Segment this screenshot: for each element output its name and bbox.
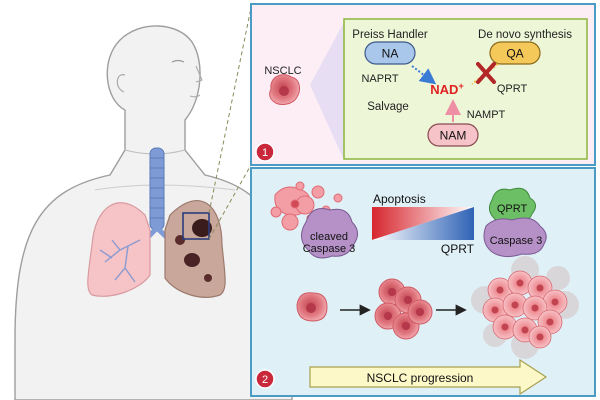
nam-node — [427, 123, 479, 147]
naprt-label: NAPRT — [361, 73, 398, 85]
apoptosis-label: Apoptosis — [373, 192, 426, 206]
panel-2-badge — [255, 369, 275, 389]
diseased-lung — [164, 200, 226, 298]
qprt-protein-label: QPRT — [497, 203, 528, 215]
nsclc-label: NSCLC — [264, 65, 301, 77]
tumor-mass — [471, 256, 579, 359]
cleaved-caspase-label: Caspase 3 — [303, 243, 356, 255]
na-node — [364, 41, 416, 65]
nampt-label: NAMPT — [467, 109, 506, 121]
preiss-handler-label: Preiss Handler — [352, 29, 428, 41]
nose — [195, 65, 203, 83]
bronchial-tree — [99, 239, 141, 283]
caspase-3-protein — [483, 217, 547, 258]
cleaved-caspase-3-protein — [301, 208, 358, 259]
eye — [171, 59, 185, 63]
panel-1-badge — [255, 142, 275, 162]
naprt-arrow — [411, 65, 437, 85]
zoom-wedge — [310, 22, 344, 160]
panel-1-number: 1 — [262, 147, 268, 159]
nam-node-label: NAM — [440, 129, 467, 143]
qa-node-label: QA — [506, 47, 523, 61]
qprt-protein — [488, 187, 536, 225]
ear — [116, 74, 126, 93]
zoom-line-top — [208, 7, 252, 214]
qa-node — [489, 41, 541, 65]
blocked-cross-icon — [476, 62, 496, 84]
mouth — [189, 94, 201, 98]
panel-2-number: 2 — [262, 374, 268, 386]
qprt-axis-label: QPRT — [441, 242, 475, 256]
panel-2-progression: cleaved Caspase 3 Apoptosis QPRT QPRT Ca… — [250, 167, 596, 397]
nad-label: NAD+ — [430, 81, 463, 97]
caspase-3-label: Caspase 3 — [490, 235, 543, 247]
qprt-wedge — [372, 207, 474, 240]
na-node-label: NA — [382, 47, 399, 61]
salvage-label: Salvage — [367, 101, 409, 113]
tumor-spot — [204, 274, 212, 282]
nsclc-cell — [269, 74, 300, 105]
tumor-medium — [184, 253, 200, 267]
progression-label: NSCLC progression — [367, 371, 474, 385]
de-novo-label: De novo synthesis — [478, 29, 572, 41]
zoom-region-box — [182, 212, 210, 240]
progression-banner-arrow — [309, 358, 548, 396]
zoom-line-bottom — [208, 164, 252, 240]
trachea — [123, 147, 192, 258]
cell-cluster — [374, 278, 433, 340]
human-torso-illustration — [14, 7, 293, 400]
cleaved-label: cleaved — [310, 231, 348, 243]
panel-1-nad-pathways: NSCLC Preiss Handler De novo synthesis S… — [250, 3, 596, 166]
qprt-label: QPRT — [497, 83, 528, 95]
tumor-large — [192, 219, 212, 237]
single-cancer-cell — [296, 292, 328, 322]
